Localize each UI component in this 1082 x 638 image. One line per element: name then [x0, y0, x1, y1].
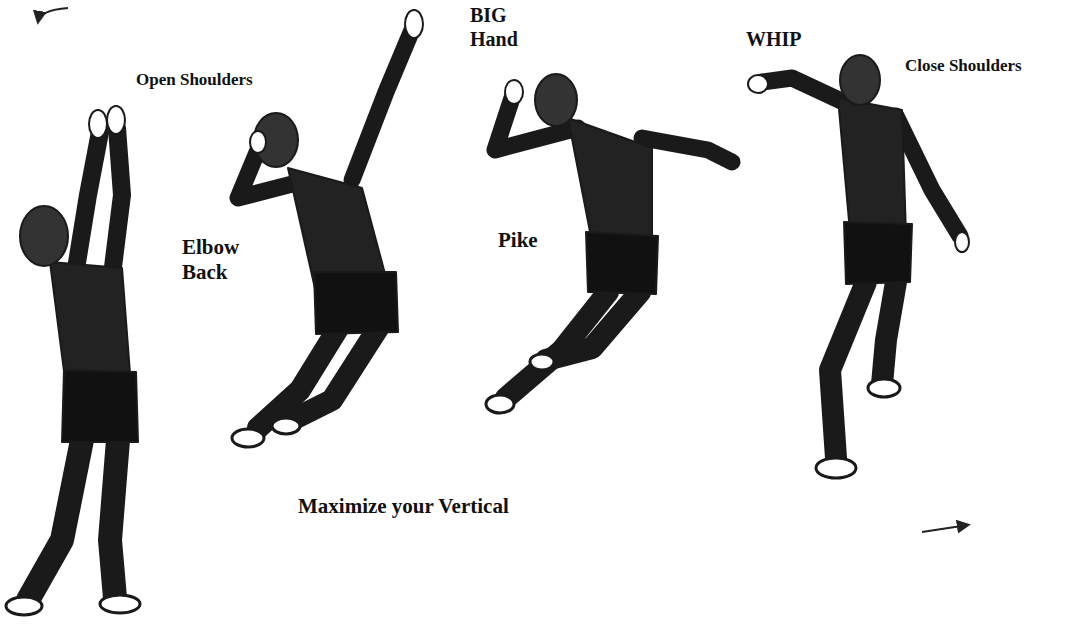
step-label: Pike [498, 228, 598, 253]
step-label: Elbow Back [182, 235, 252, 285]
caption-label: Maximize your Vertical [298, 494, 618, 519]
step-label: Close Shoulders [905, 56, 1075, 76]
rotation-arrow [38, 8, 68, 22]
step-label: BIG Hand [470, 3, 536, 51]
direction-arrow [922, 525, 968, 532]
player-figure [232, 10, 423, 447]
player-figure [6, 106, 140, 615]
player-figure [748, 55, 969, 478]
step-label: WHIP [746, 27, 846, 51]
player-figure [486, 74, 732, 413]
step-label: Open Shoulders [136, 70, 336, 90]
